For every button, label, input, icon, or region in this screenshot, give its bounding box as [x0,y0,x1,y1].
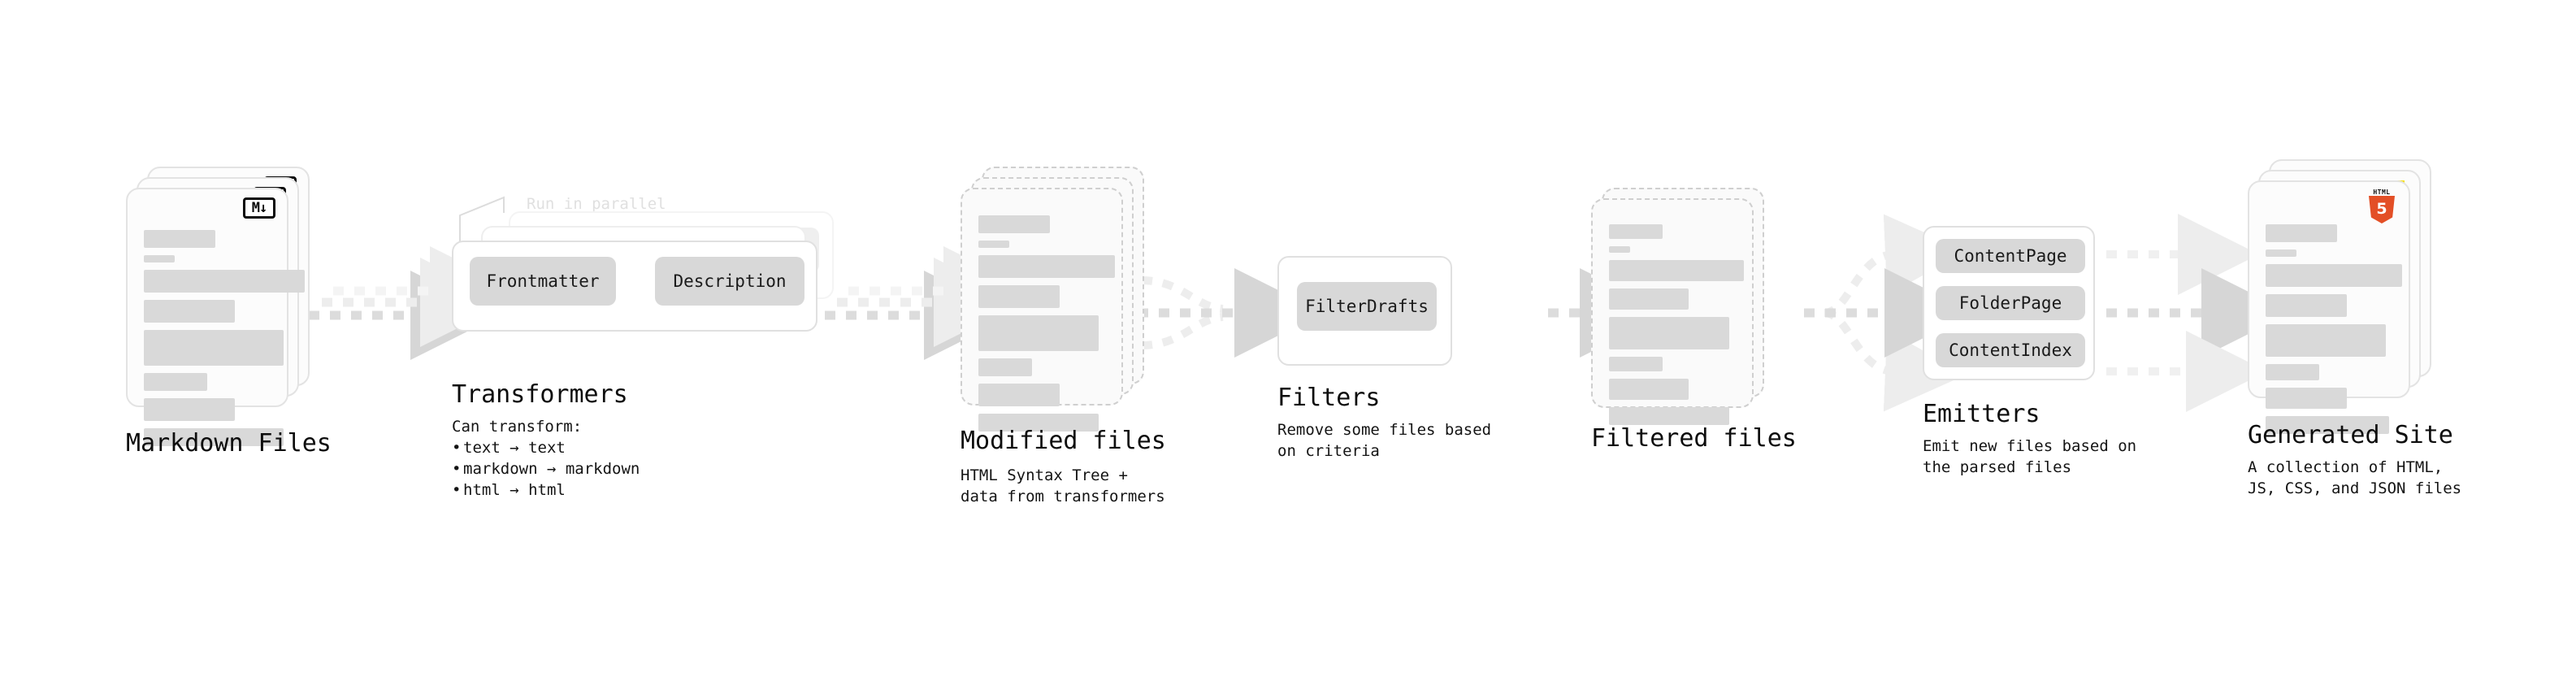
content-bar [1609,246,1630,253]
filtered-doc-front[interactable] [1591,198,1754,425]
emitter-pill-contentpage[interactable]: ContentPage [1936,239,2085,273]
page-title-modified-files: Modified files [961,427,1166,455]
content-bar [978,384,1060,406]
markdown-doc-front[interactable]: M↓ [126,188,305,446]
document-content-bars [1609,224,1744,432]
content-bar [2266,249,2296,257]
content-bar [1609,224,1663,239]
content-bar [144,300,235,323]
page-title-markdown-files: Markdown Files [126,429,332,458]
content-bar [2266,294,2347,317]
content-bar [978,358,1032,376]
emitter-pill-folderpage[interactable]: FolderPage [1936,286,2085,320]
content-bar [1609,260,1744,281]
content-bar [978,285,1060,308]
content-bar [1609,288,1689,310]
emitter-pill-contentindex[interactable]: ContentIndex [1936,333,2085,367]
content-bar [978,315,1099,351]
generated-doc-html[interactable]: HTML [2248,180,2410,434]
transformers-capability-item: markdown → markdown [452,458,640,479]
transformers-description-header: Can transform: [452,418,583,436]
document-content-bars [144,230,305,453]
page-title-emitters: Emitters [1923,400,2040,428]
content-bar [144,428,284,446]
stage-modified-files [961,167,1147,432]
content-bar [978,255,1115,278]
html5-icon-shield [2369,196,2395,223]
modified-doc-front[interactable] [961,188,1123,432]
filter-pill-filterdrafts[interactable]: FilterDrafts [1297,282,1437,331]
content-bar [2266,364,2319,380]
connector-modified-to-filters [1138,268,1324,358]
transformer-group-front: Frontmatter Description [452,241,817,332]
page-title-generated-site: Generated Site [2248,421,2453,449]
run-in-parallel-label: Run in parallel [527,195,666,213]
transformer-pill-frontmatter[interactable]: Frontmatter [470,257,616,306]
transformers-capability-item: text → text [452,437,640,458]
content-bar [2266,416,2389,434]
content-bar [1609,317,1729,349]
filters-description: Remove some files based on criteria [1277,421,1492,460]
document-content-bars [2266,224,2402,441]
page-title-transformers: Transformers [452,380,628,409]
html5-icon: HTML [2366,189,2397,224]
connector-transformers-to-modified [825,246,1033,360]
content-bar [978,414,1099,432]
filtered-file-stack [1591,177,1778,425]
page-title-filters: Filters [1277,384,1381,412]
markdown-file-stack: M↓ M↓ M↓ [126,167,313,446]
connector-emitters-to-site [2106,214,2291,412]
modified-file-stack [961,167,1147,432]
page-title-filtered-files: Filtered files [1591,424,1797,453]
connector-md-to-transformers [309,246,519,360]
transformers-capability-item: html → html [452,479,640,501]
document-content-bars [978,215,1115,439]
modified-files-description: HTML Syntax Tree + data from transformer… [961,466,1165,505]
html5-icon-label: HTML [2373,189,2391,196]
connector-filtered-to-emitters [1804,214,1974,412]
content-bar [144,255,175,262]
content-bar [2266,324,2386,357]
content-bar [1609,407,1729,425]
content-bar [2266,264,2402,287]
emitters-group: ContentPage FolderPage ContentIndex [1923,226,2095,380]
emitters-description: Emit new files based on the parsed files [1923,437,2137,476]
filters-group: FilterDrafts [1277,256,1452,366]
generated-site-description: A collection of HTML, JS, CSS, and JSON … [2248,458,2462,497]
content-bar [2266,224,2337,242]
transformers-description: Can transform: text → text markdown → ma… [452,416,640,501]
markdown-badge: M↓ [243,197,275,219]
transformer-pill-description[interactable]: Description [655,257,804,306]
stage-filtered-files [1591,177,1778,425]
content-bar [144,398,235,421]
content-bar [144,373,207,391]
content-bar [978,215,1050,233]
content-bar [144,270,305,293]
content-bar [144,330,284,366]
content-bar [144,230,215,248]
stage-generated-site: CSS HTML [2248,159,2435,434]
generated-site-stack: CSS HTML [2248,159,2435,434]
stage-markdown-files: M↓ M↓ M↓ [126,167,313,446]
content-bar [978,241,1009,248]
content-bar [2266,388,2347,409]
transformers-capability-list: text → text markdown → markdown html → h… [452,437,640,501]
content-bar [1609,357,1663,371]
content-bar [1609,379,1689,400]
